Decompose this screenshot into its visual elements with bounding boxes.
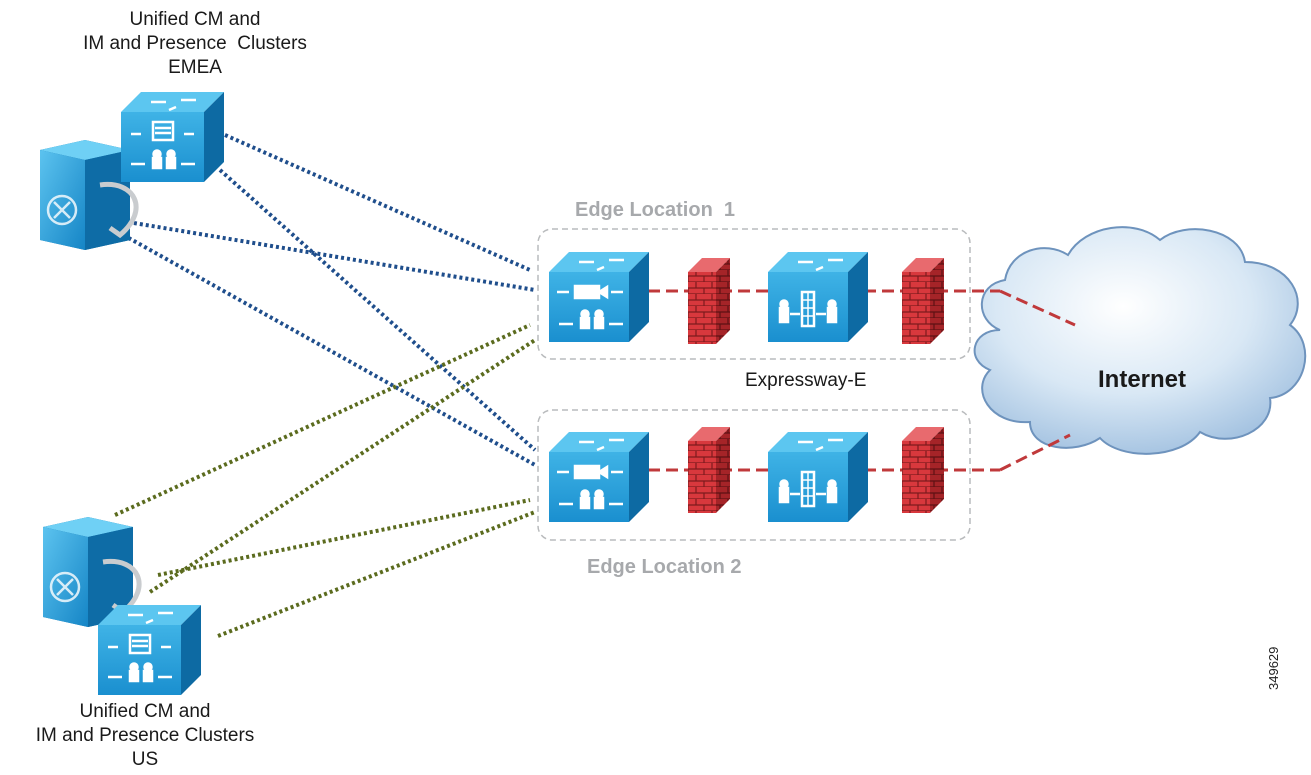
internet-label: Internet bbox=[1098, 366, 1187, 393]
internet-cloud-icon bbox=[973, 226, 1307, 455]
edge-location-2-title: Edge Location 2 bbox=[587, 556, 742, 578]
edge-location-1-title: Edge Location 1 bbox=[575, 199, 736, 221]
firewall-icon bbox=[688, 258, 730, 344]
emea-cluster-line2: IM and Presence Clusters bbox=[83, 33, 307, 54]
emea-cluster-line1: Unified CM and bbox=[129, 9, 261, 30]
server-icon bbox=[40, 140, 139, 250]
us-cluster-line3: US bbox=[131, 749, 159, 770]
us-cluster-line2: IM and Presence Clusters bbox=[35, 725, 255, 746]
expressway-c-router-icon bbox=[549, 432, 649, 522]
us-cluster-label: Unified CM and IM and Presence Clusters … bbox=[0, 700, 290, 772]
emea-cluster-line3: EMEA bbox=[168, 57, 222, 78]
us-cluster-line1: Unified CM and bbox=[79, 701, 211, 722]
expressway-e-router-icon bbox=[768, 432, 868, 522]
expressway-e-router-icon bbox=[768, 252, 868, 342]
firewall-icon bbox=[902, 258, 944, 344]
emea-cluster-label: Unified CM and IM and Presence Clusters … bbox=[10, 8, 380, 80]
us-links bbox=[114, 323, 537, 638]
emea-links bbox=[117, 133, 537, 467]
unified-cm-router-icon bbox=[98, 605, 201, 695]
figure-id: 349629 bbox=[1266, 646, 1281, 690]
firewall-icon bbox=[688, 427, 730, 513]
expressway-e-label: Expressway-E bbox=[745, 370, 867, 391]
expressway-c-router-icon bbox=[549, 252, 649, 342]
server-icon bbox=[43, 517, 142, 627]
edge-location-1-box bbox=[537, 228, 971, 360]
edge-location-2-box bbox=[537, 409, 971, 541]
unified-cm-router-icon bbox=[121, 92, 224, 182]
firewall-icon bbox=[902, 427, 944, 513]
